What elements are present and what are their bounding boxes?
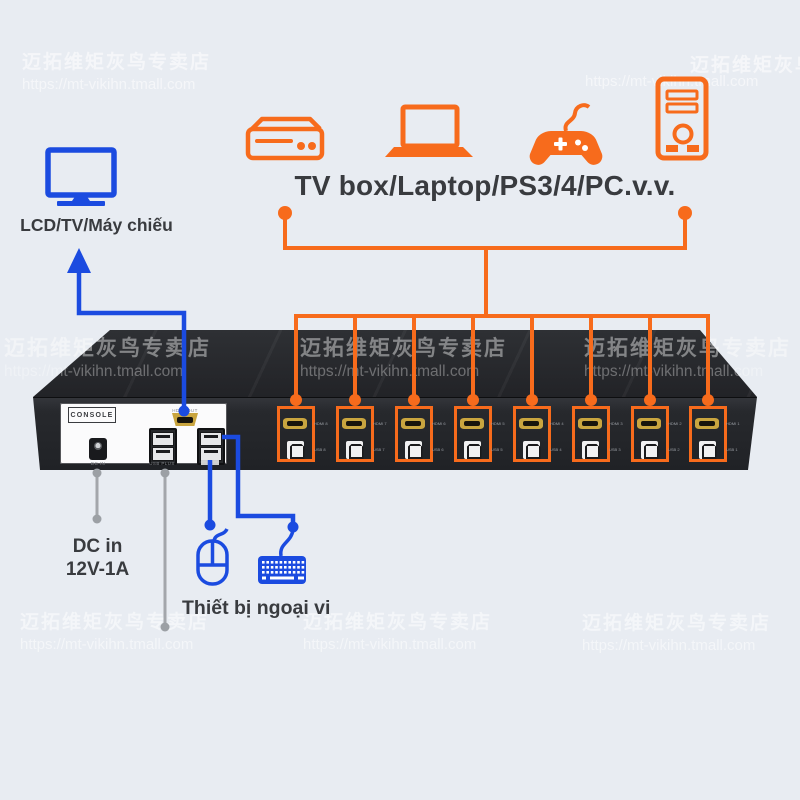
port-group-8: HDMI 8 USB 8 [277, 406, 328, 462]
port-group-2: HDMI 2 USB 2 [631, 406, 682, 462]
watermark: https://mt-vikihn.tmall.com [585, 73, 759, 90]
hdmi-input-port [342, 418, 366, 429]
usb-b-port [641, 441, 659, 459]
port-plate [201, 460, 219, 465]
watermark: 迈拓维矩灰鸟专卖店 https://mt-vikihn.tmall.com [582, 613, 772, 654]
hdmi-input-port [637, 418, 661, 429]
port-group-3: HDMI 3 USB 3 [572, 406, 623, 462]
keyboard-mouse-usb-ports [197, 428, 225, 465]
usb-b-port [346, 441, 364, 459]
usb-hub-label: USB PLUS [149, 461, 175, 466]
monitor-icon [45, 147, 117, 206]
peripherals-label: Thiết bị ngoại vi [182, 597, 331, 619]
keyboard-icon [258, 529, 306, 584]
hdmi-out-port [172, 413, 198, 426]
hdmi-input-port [283, 418, 307, 429]
watermark: 迈拓维矩灰鸟专卖店 [690, 55, 800, 76]
kvm-switch-top-face [33, 330, 757, 397]
port-group-7: HDMI 7 USB 7 [336, 406, 387, 462]
laptop-icon [385, 104, 473, 157]
hdmi-input-port [519, 418, 543, 429]
usb-b-port [405, 441, 423, 459]
power-label: DC in 12V-1A [65, 536, 130, 580]
arrow-up-icon [67, 248, 91, 273]
port-group-4: HDMI 4 USB 4 [513, 406, 564, 462]
console-label: CONSOLE [68, 407, 116, 423]
hdmi-input-port [460, 418, 484, 429]
usb-hub-ports [149, 428, 177, 465]
watermark: 迈拓维矩灰鸟专卖店 https://mt-vikihn.tmall.com [20, 612, 210, 653]
hdmi-input-port [695, 418, 719, 429]
usb-b-port [699, 441, 717, 459]
usb-a-port [152, 432, 174, 446]
pc-tower-icon [655, 76, 709, 161]
mouse-icon [196, 528, 229, 586]
port-group-5: HDMI 5 USB 5 [454, 406, 505, 462]
usb-a-port [152, 447, 174, 461]
usb-b-port [464, 441, 482, 459]
hdmi-out-label: HDMI OUT [172, 408, 198, 413]
tv-box-icon [245, 116, 325, 161]
usb-b-port [287, 441, 305, 459]
port-group-6: HDMI 6 USB 6 [395, 406, 446, 462]
usb-b-port [582, 441, 600, 459]
keyboard-cable-dot [287, 521, 299, 533]
console-panel: CONSOLE DC IN HDMI OUT USB PLUS [60, 403, 227, 466]
mouse-cable-dot [204, 519, 216, 531]
hdmi-input-port [401, 418, 425, 429]
usb-a-port [200, 432, 222, 446]
display-label: LCD/TV/Máy chiếu [20, 215, 173, 235]
hdmi-input-port [578, 418, 602, 429]
gamepad-icon [529, 103, 603, 165]
usb-b-port [523, 441, 541, 459]
usb-a-port [200, 447, 222, 461]
sources-title: TV box/Laptop/PS3/4/PC.v.v. [294, 170, 676, 201]
watermark: 迈拓维矩灰鸟专卖店 https://mt-vikihn.tmall.com [22, 52, 212, 93]
port-group-1: HDMI 1 USB 1 [689, 406, 740, 462]
dc-power-jack [89, 438, 107, 460]
dc-in-label: DC IN [90, 461, 106, 466]
